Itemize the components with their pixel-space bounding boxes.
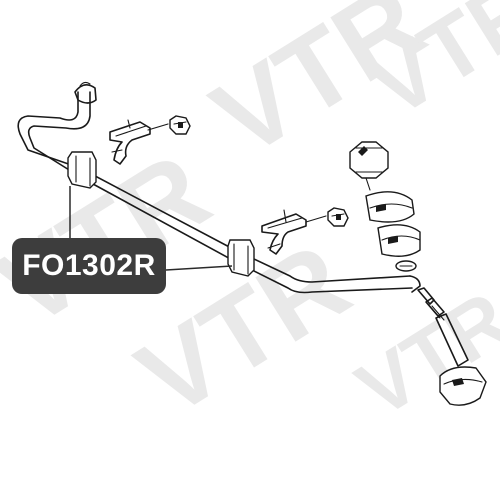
end-link-rod (417, 287, 469, 367)
left-bushing (67, 151, 97, 189)
end-link-top-nut (349, 141, 389, 191)
right-bushing (227, 239, 255, 277)
end-link-lower-bushing (377, 224, 421, 257)
end-link-upper-bushing (365, 191, 415, 223)
right-clamp-bracket (261, 209, 327, 255)
left-clamp-bolt (169, 115, 191, 135)
end-link-bottom-grommet (439, 366, 487, 406)
callout-leaders (69, 186, 233, 271)
watermark-pattern: VTR VTR VTR VTR VTR (0, 0, 500, 440)
watermark-text: VTR (342, 274, 500, 434)
part-number-label: FO1302R (12, 238, 166, 294)
end-link-washer (395, 260, 417, 272)
right-clamp-bolt (327, 207, 349, 227)
stabilizer-bar (17, 81, 421, 294)
left-clamp-bracket (109, 119, 169, 165)
